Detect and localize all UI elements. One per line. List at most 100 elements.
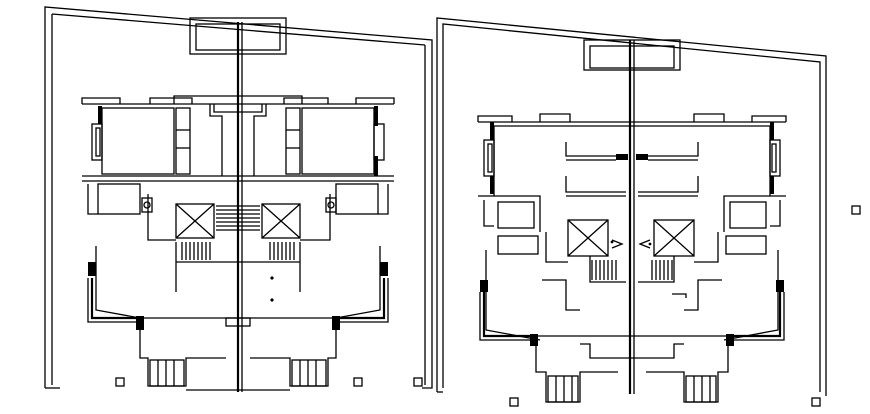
right-col-w: [480, 280, 488, 292]
right-plan: [413, 17, 861, 407]
right-wall-n2: [693, 113, 725, 122]
right-corridor-e1: [648, 142, 699, 157]
right-core-s-w: [589, 256, 626, 283]
right-kitchen-w: [497, 201, 535, 229]
right-bath-w: [497, 235, 539, 255]
right-balcony-e: [730, 292, 782, 338]
right-kitchen-e: [729, 201, 767, 229]
right-col-1: [490, 122, 494, 140]
right-bath-e: [725, 235, 767, 255]
right-corridor-plug-1: [616, 154, 628, 160]
right-site-boundary-inner: [442, 23, 821, 392]
left-elevator-2-x2: [261, 203, 301, 239]
right-elevator-1-x2: [567, 219, 609, 257]
right-elevator-1: [567, 219, 609, 257]
right-marker-3: [413, 377, 423, 387]
right-entry-recess: [580, 343, 684, 359]
right-site-boundary: [436, 17, 827, 396]
left-dot-1: [270, 276, 274, 280]
left-wall-n2: [173, 95, 303, 104]
left-window-bay-e: [373, 123, 385, 161]
right-col-3: [770, 122, 774, 140]
right-corridor-plug-2: [636, 154, 648, 160]
left-col-w: [88, 262, 96, 276]
right-corridor-w1: [565, 142, 616, 157]
right-col-2: [490, 176, 494, 194]
right-kitchen-wall-e: [770, 200, 781, 227]
right-core-wall-e: [694, 232, 719, 263]
left-plan: [44, 6, 433, 392]
right-room-w: [478, 195, 541, 232]
right-core-wall-w: [545, 232, 568, 263]
right-dot-2: [648, 242, 652, 246]
left-sink-2-drain: [327, 201, 335, 209]
right-stair-arrow-1: [611, 239, 624, 249]
left-front-e: [250, 330, 337, 387]
right-marker-4: [851, 205, 861, 215]
left-window-bay-w-inner: [95, 127, 101, 157]
left-column-1: [374, 106, 378, 126]
left-sink-2: [325, 197, 337, 213]
left-shaft-2: [253, 104, 267, 176]
right-balcony-w: [482, 292, 534, 338]
left-kitchen-2: [335, 183, 379, 215]
left-entry: [225, 317, 251, 327]
right-living-w: [542, 279, 580, 311]
right-wall-ne: [751, 115, 787, 122]
left-room-bath-1: [175, 107, 191, 175]
left-wall-n3: [283, 97, 329, 104]
left-balcony-w: [90, 278, 138, 320]
right-marker-2: [811, 397, 821, 407]
right-core-s-e: [638, 256, 675, 283]
right-wall-nw: [477, 115, 513, 122]
right-front-e: [646, 346, 729, 403]
left-wall-nw: [81, 97, 121, 104]
right-balcony-w2: [479, 292, 534, 341]
left-sink-1: [141, 197, 153, 213]
left-marker-1: [115, 377, 125, 387]
right-living-mark: [672, 293, 687, 298]
right-steps-w: [547, 375, 579, 403]
left-sink-1-drain: [143, 201, 151, 209]
left-steps-e: [291, 359, 327, 387]
right-dot-1: [610, 240, 614, 244]
left-dot-2: [270, 298, 274, 302]
right-window-bay-e-inner: [771, 143, 777, 173]
left-living-w: [95, 246, 141, 319]
right-kitchen-wall-w: [483, 200, 494, 227]
right-col-s2: [726, 334, 734, 346]
left-steps-w: [149, 359, 185, 387]
left-core-wall-e: [300, 194, 331, 241]
left-stair: [181, 205, 295, 260]
right-outer-w: [485, 250, 541, 341]
left-room-bed-2: [301, 107, 375, 175]
left-balcony-e2: [338, 278, 389, 323]
right-corridor-w2: [565, 176, 626, 193]
right-col-e: [776, 280, 784, 292]
right-balcony-e2: [730, 292, 785, 341]
right-col-4: [770, 176, 774, 194]
right-top-balcony: [583, 39, 681, 71]
left-column-3: [374, 156, 378, 176]
left-kitchen-wall-w: [87, 184, 98, 215]
left-elevator-1-x2: [175, 203, 215, 239]
right-stair: [591, 260, 673, 280]
left-wall-n1: [149, 97, 193, 104]
right-col-s1: [530, 334, 538, 346]
left-balcony-e: [338, 278, 386, 320]
left-col-e: [380, 262, 388, 276]
right-steps-e: [685, 375, 717, 403]
left-col-s2: [332, 316, 340, 330]
left-column-2: [98, 106, 102, 124]
left-shaft-top: [213, 104, 263, 113]
left-room-bed-1: [101, 107, 175, 175]
left-balcony-w2: [87, 278, 138, 323]
left-marker-2: [353, 377, 363, 387]
right-elevator-2-x2: [653, 219, 695, 257]
right-living-e: [684, 279, 722, 311]
left-front-w: [139, 330, 226, 387]
right-stair-arrow-2: [638, 239, 651, 249]
left-kitchen-wall-e: [378, 184, 389, 215]
